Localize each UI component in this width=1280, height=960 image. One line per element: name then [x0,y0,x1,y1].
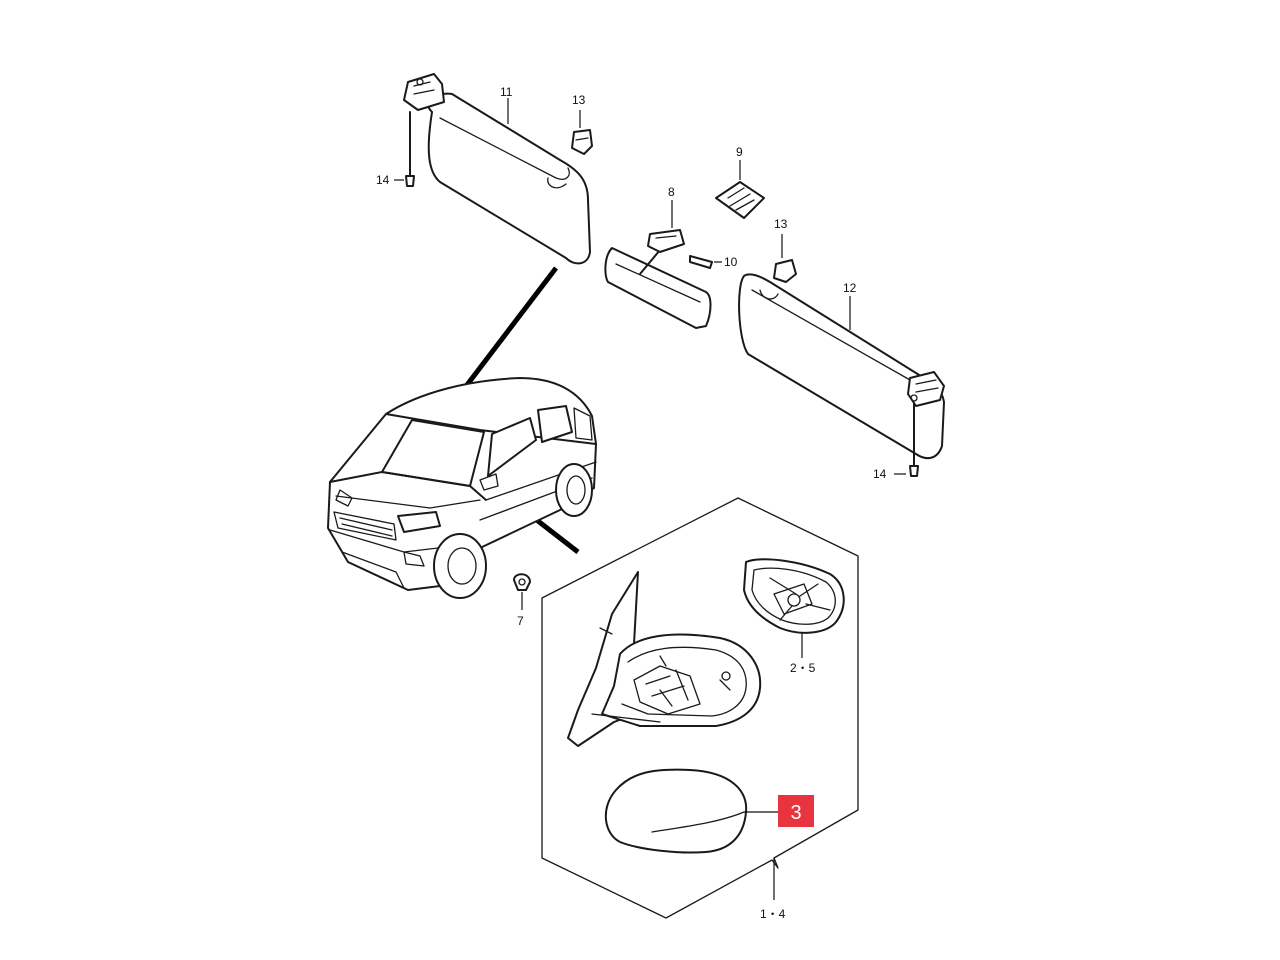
clip-lower [773,234,797,283]
screw-left [394,111,415,187]
callout-13-upper: 13 [572,93,586,107]
callout-12: 12 [843,281,857,295]
callout-7: 7 [517,614,524,628]
mirror-glass [743,558,845,658]
rearview-mirror [604,200,712,329]
mirror-screw [689,255,722,269]
mirror-cover-part [604,768,778,854]
callout-14-left: 14 [376,173,390,187]
callout-8: 8 [668,185,675,199]
callout-10: 10 [724,255,738,269]
pointer-visor [452,266,558,404]
callout-13-lower: 13 [774,217,788,231]
mirror-cover [715,160,765,219]
callout-14-right: 14 [873,467,887,481]
callout-2-5: 2・5 [790,661,816,675]
screw-right [894,403,919,477]
highlight-badge-label: 3 [790,802,801,824]
sun-visor-left [403,73,591,265]
clip-upper [571,110,593,155]
vehicle-illustration [327,377,597,599]
callout-9: 9 [736,145,743,159]
grommet [513,573,531,610]
sun-visor-right [738,273,945,460]
callout-1-4: 1・4 [760,907,786,921]
mirror-housing [567,571,762,747]
callout-11: 11 [500,85,513,99]
assembly-frame [541,497,859,919]
highlight-badge[interactable]: 3 [778,795,814,827]
